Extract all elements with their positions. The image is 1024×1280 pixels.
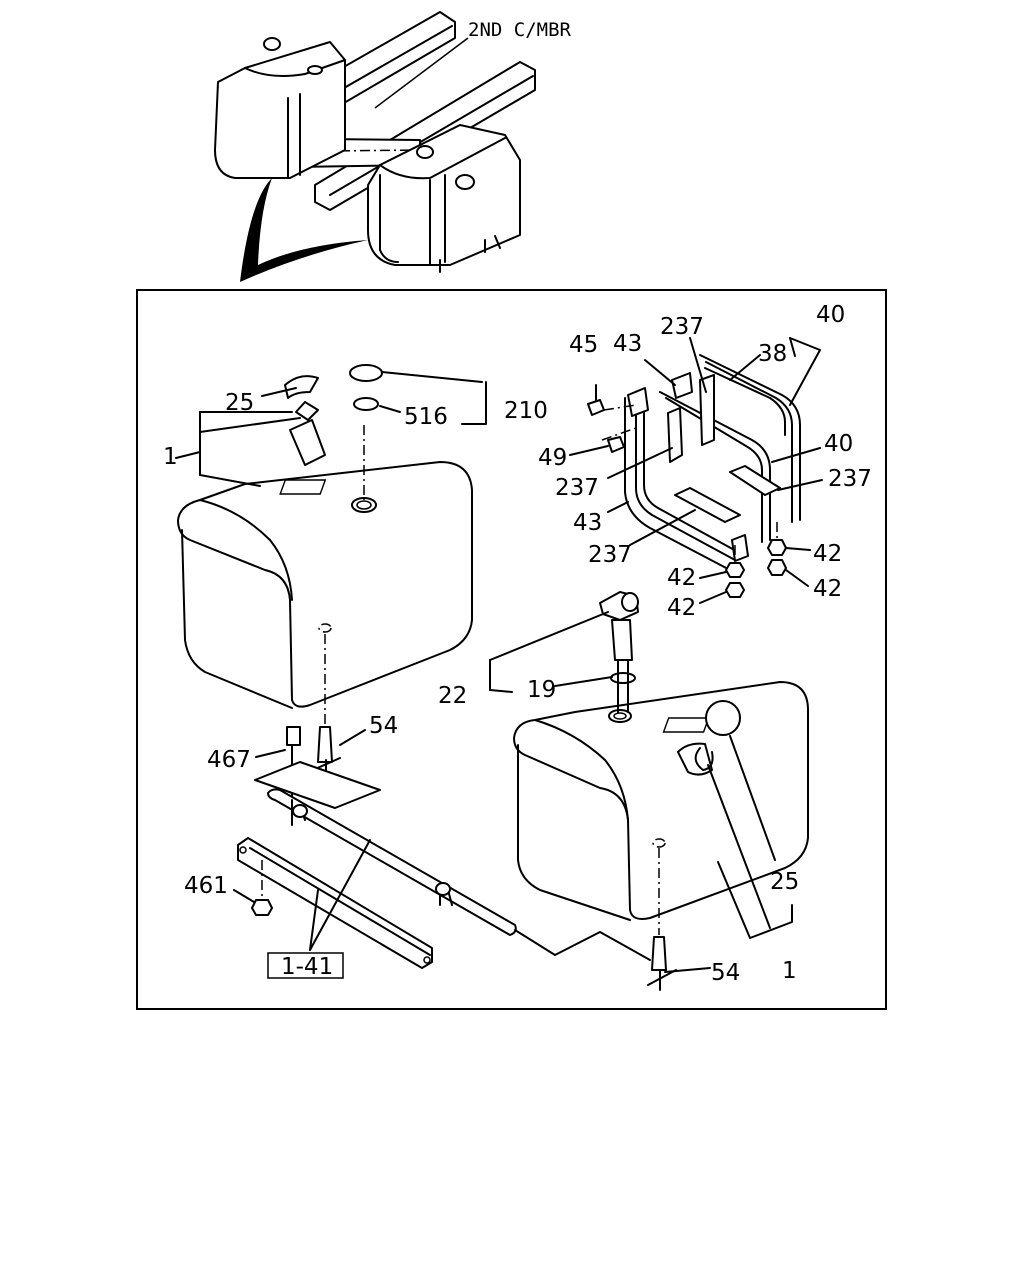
label-22: 22 [438,683,467,709]
label-516: 516 [404,404,448,430]
label-42-b: 42 [667,565,696,591]
label-25-right: 25 [770,869,799,895]
label-237-left: 237 [555,475,599,501]
label-38: 38 [758,341,787,367]
label-40-top: 40 [816,302,845,328]
detail-frame [136,289,887,1010]
right-fuel-tank [489,591,809,991]
label-19: 19 [527,677,556,703]
label-42-d: 42 [667,595,696,621]
label-49: 49 [538,445,567,471]
label-45: 45 [569,332,598,358]
label-461: 461 [184,873,228,899]
label-1-left: 1 [163,444,178,470]
overview-illustration [214,11,536,282]
label-25-left: 25 [225,390,254,416]
label-237-top: 237 [660,314,704,340]
overview-caption: 2ND C/MBR [468,19,572,41]
label-42-a: 42 [813,541,842,567]
label-54-right: 54 [711,960,740,986]
label-43-top: 43 [613,331,642,357]
label-43-bottom: 43 [573,510,602,536]
label-237-bottom: 237 [588,542,632,568]
label-467: 467 [207,747,251,773]
left-fuel-tank [175,364,651,979]
ref-box-label: 1-41 [281,954,333,980]
ref-box [267,952,344,979]
label-1-right: 1 [782,958,797,984]
label-54-left: 54 [369,713,398,739]
label-210: 210 [504,398,548,424]
label-237-right: 237 [828,466,872,492]
tank-bracket-assembly [569,337,823,604]
label-40-mid: 40 [824,431,853,457]
label-42-c: 42 [813,576,842,602]
